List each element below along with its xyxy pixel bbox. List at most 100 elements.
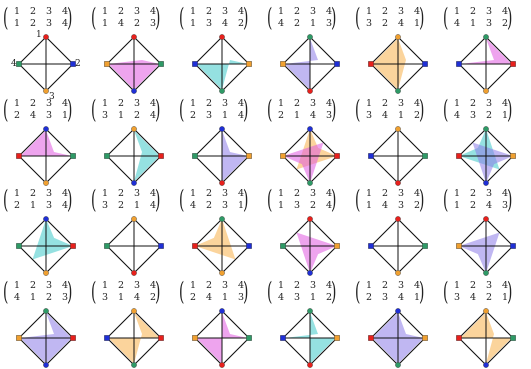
matrix-entry: 2 (29, 6, 37, 17)
matrix-entry: 2 (413, 200, 420, 211)
matrix-entry: 3 (485, 188, 493, 199)
vertex-marker (334, 335, 340, 341)
vertex-marker (368, 335, 374, 341)
matrix-entry: 1 (366, 280, 373, 291)
vertex-marker (456, 153, 462, 159)
vertex-marker (104, 335, 110, 341)
matrix-entry: 4 (237, 188, 244, 199)
left-paren: ( (443, 185, 449, 214)
vertex-marker (43, 216, 49, 222)
vertex-marker (158, 335, 164, 341)
matrix-entry: 3 (309, 280, 317, 291)
cell-diagram (456, 308, 516, 368)
matrix-entry: 1 (501, 292, 508, 303)
matrix-entry: 3 (45, 6, 53, 17)
matrix-entry: 4 (501, 98, 508, 109)
vertex-marker (158, 243, 164, 249)
vertex-marker (483, 88, 489, 94)
matrix-entry: 1 (190, 280, 197, 291)
matrix-entry: 1 (366, 188, 373, 199)
vertex-marker (246, 61, 252, 67)
vertex-marker (219, 270, 225, 276)
matrix-entry: 4 (61, 188, 68, 199)
matrix-entry: 4 (454, 18, 461, 29)
matrix-entry: 3 (325, 18, 332, 29)
matrix-entry: 3 (45, 18, 53, 29)
matrix-entry: 4 (149, 98, 156, 109)
left-paren: ( (267, 3, 273, 32)
matrix-entry: 4 (190, 200, 197, 211)
matrix-entry: 4 (278, 292, 285, 303)
matrix-entry: 2 (133, 18, 141, 29)
matrix-entry: 1 (117, 110, 125, 121)
matrix-entry: 2 (117, 280, 125, 291)
matrix-entry: 3 (397, 200, 405, 211)
matrix-entry: 1 (293, 110, 301, 121)
vertex-marker (368, 61, 374, 67)
matrix-entry: 4 (149, 110, 156, 121)
vertex-marker (307, 34, 313, 40)
matrix-entry: 4 (413, 188, 420, 199)
matrix-entry: 3 (397, 188, 405, 199)
vertex-label: 2 (75, 59, 81, 69)
matrix-entry: 3 (102, 200, 109, 211)
cell-diagram (104, 308, 164, 368)
matrix-entry: 3 (381, 292, 389, 303)
matrix-entry: 1 (454, 6, 461, 17)
matrix-entry: 3 (133, 98, 141, 109)
vertex-marker (510, 335, 516, 341)
left-paren: ( (443, 95, 449, 124)
vertex-marker (192, 61, 198, 67)
matrix-entry: 4 (149, 6, 156, 17)
matrix-entry: 2 (485, 292, 493, 303)
vertex-marker (456, 61, 462, 67)
matrix-entry: 3 (45, 188, 53, 199)
vertex-marker (395, 180, 401, 186)
matrix-entry: 4 (397, 18, 405, 29)
cell-diagram (192, 34, 252, 94)
matrix-entry: 4 (61, 98, 68, 109)
matrix-entry: 2 (14, 110, 21, 121)
matrix-entry: 2 (501, 18, 508, 29)
matrix-entry: 2 (381, 18, 389, 29)
matrix-entry: 4 (469, 292, 477, 303)
matrix-entry: 3 (309, 98, 317, 109)
right-paren: ) (331, 277, 337, 306)
matrix-entry: 3 (454, 292, 461, 303)
vertex-marker (104, 153, 110, 159)
matrix-entry: 4 (117, 18, 125, 29)
left-paren: ( (443, 277, 449, 306)
matrix-entry: 1 (133, 200, 141, 211)
matrix-entry: 3 (205, 110, 213, 121)
matrix-entry: 2 (469, 200, 477, 211)
left-paren: ( (267, 185, 273, 214)
matrix-entry: 2 (293, 18, 301, 29)
matrix-entry: 2 (14, 200, 21, 211)
matrix-entry: 1 (29, 292, 37, 303)
vertex-marker (43, 270, 49, 276)
matrix-entry: 4 (325, 98, 332, 109)
matrix-entry: 1 (102, 6, 109, 17)
matrix-entry: 2 (381, 6, 389, 17)
matrix-entry: 4 (205, 292, 213, 303)
matrix-entry: 2 (278, 110, 285, 121)
matrix-entry: 4 (237, 98, 244, 109)
matrix-entry: 3 (469, 110, 477, 121)
